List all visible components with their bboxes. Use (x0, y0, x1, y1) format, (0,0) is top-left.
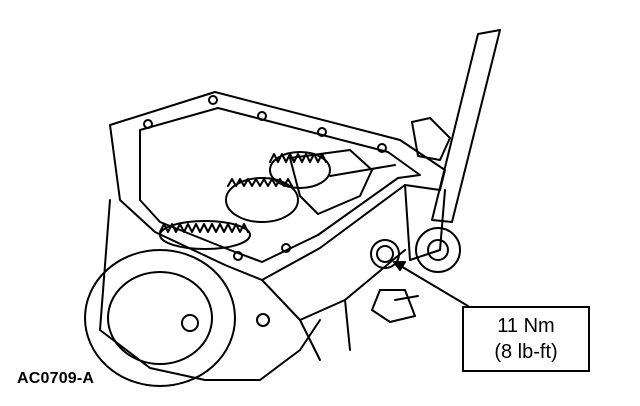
case-side-wall (99, 199, 321, 381)
torque-wrench-head (415, 227, 461, 273)
sensor-body (370, 239, 400, 269)
bell-housing (84, 249, 236, 387)
bolt-hole (377, 143, 387, 153)
bolt-hole (208, 95, 218, 105)
shift-rail (329, 164, 396, 177)
shift-fork (289, 149, 373, 215)
callout-leader-line (393, 261, 469, 307)
torque-value-lbft: (8 lb-ft) (494, 341, 558, 363)
bolt-hole (281, 243, 291, 253)
gear-rear (269, 151, 331, 189)
bolt-hole (317, 127, 327, 137)
sensor-connector (371, 289, 416, 323)
bolt-hole (233, 251, 243, 261)
torque-wrench-handle (431, 29, 501, 223)
gear-rear-teeth (269, 153, 327, 163)
torque-wrench-pivot (411, 117, 451, 161)
callout-arrowhead (393, 261, 406, 271)
torque-value-nm: 11 Nm (497, 315, 555, 337)
bolt-hole (257, 111, 267, 121)
gear-front-teeth (159, 223, 249, 233)
bell-housing-inner (107, 271, 213, 365)
gear-middle (225, 177, 299, 223)
bell-bolt (256, 313, 270, 327)
housing-inner-rim (139, 107, 421, 263)
torque-spec-callout: 11 Nm (8 lb-ft) (462, 306, 590, 372)
sensor-pin (394, 295, 419, 301)
case-rib-2 (299, 319, 321, 361)
housing-top-flange (109, 91, 446, 281)
gear-middle-teeth (227, 178, 293, 187)
gear-front (159, 220, 251, 250)
figure-id-label: AC0709-A (17, 370, 95, 387)
case-front-face (404, 184, 446, 261)
case-rib-3 (344, 299, 351, 351)
bolt-hole (143, 119, 153, 129)
bell-bolt (181, 314, 199, 332)
case-rib (261, 249, 406, 321)
torque-wrench-socket (427, 239, 449, 261)
sensor-face (376, 245, 394, 263)
